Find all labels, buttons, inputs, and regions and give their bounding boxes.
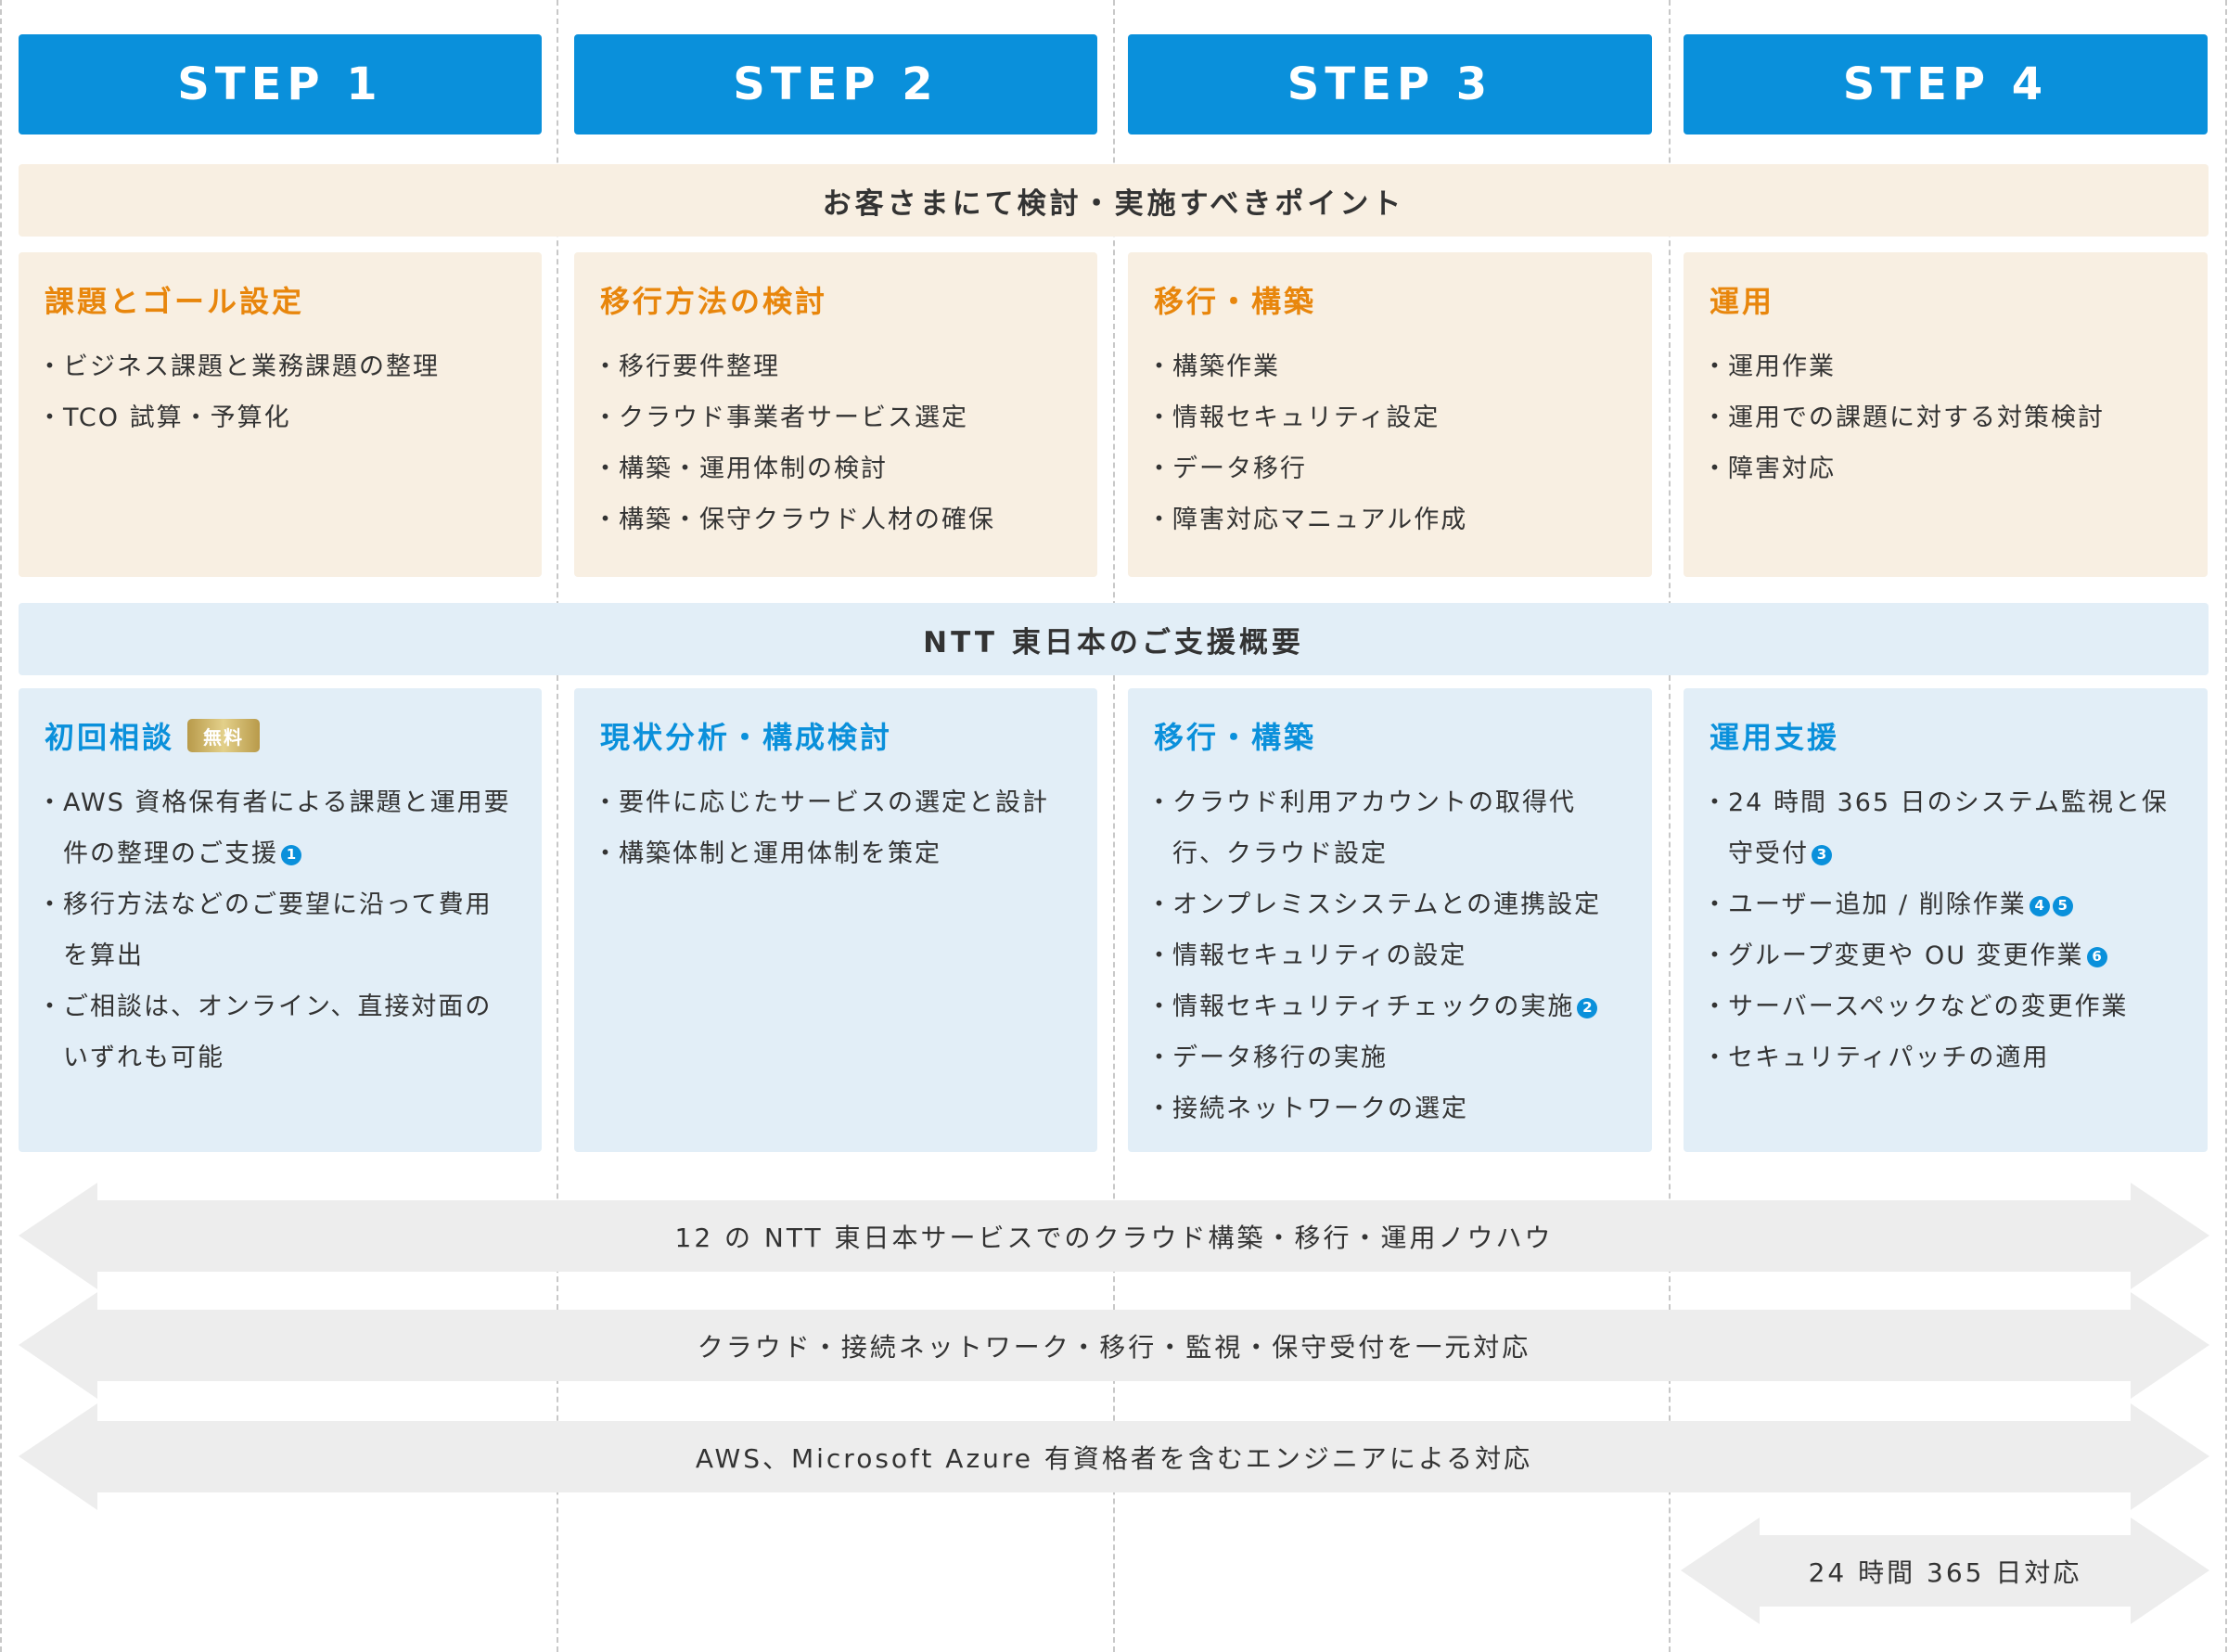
reference-number-icon: 2 <box>1577 997 1598 1018</box>
list-item-text: 要件に応じたサービスの選定と設計 <box>619 788 1049 817</box>
list-item: クラウド利用アカウントの取得代行、クラウド設定 <box>1146 777 1628 879</box>
arrow-label: 24 時間 365 日対応 <box>1808 1556 2082 1588</box>
list-item: 移行要件整理 <box>593 341 1073 392</box>
customer-card-4: 運用 運用作業 運用での課題に対する対策検討 障害対応 <box>1684 252 2208 577</box>
list-item-text: 接続ネットワークの選定 <box>1172 1095 1468 1123</box>
arrow-label: 12 の NTT 東日本サービスでのクラウド構築・移行・運用ノウハウ <box>674 1222 1554 1253</box>
list-item: 要件に応じたサービスの選定と設計 <box>593 777 1073 828</box>
list-item: 移行方法などのご要望に沿って費用を算出 <box>37 879 518 981</box>
column-divider <box>557 0 558 1652</box>
support-list: 要件に応じたサービスの選定と設計構築体制と運用体制を策定 <box>593 777 1073 879</box>
double-arrow-shape <box>19 1292 2209 1399</box>
free-badge: 無料 <box>187 719 261 752</box>
list-item: ご相談は、オンライン、直接対面のいずれも可能 <box>37 981 518 1083</box>
list-item: 障害対応 <box>1702 443 2183 494</box>
double-arrow-shape <box>19 1183 2209 1289</box>
list-item: 構築・保守クラウド人材の確保 <box>593 494 1073 545</box>
list-item-text: AWS 資格保有者による課題と運用要件の整理のご支援 <box>63 788 511 868</box>
list-item: クラウド事業者サービス選定 <box>593 392 1073 443</box>
list-item: オンプレミスシステムとの連携設定 <box>1146 879 1628 930</box>
reference-number-icon: 4 <box>2029 895 2050 916</box>
arrow-label: AWS、Microsoft Azure 有資格者を含むエンジニアによる対応 <box>695 1442 1533 1474</box>
list-item-text: セキュリティパッチの適用 <box>1728 1044 2050 1072</box>
step-header-2: STEP 2 <box>574 34 1097 134</box>
double-arrow-shape <box>1681 1518 2209 1624</box>
double-arrow-shape <box>19 1403 2209 1510</box>
list-item: 接続ネットワークの選定 <box>1146 1083 1628 1134</box>
card-title: 移行・構築 <box>1154 284 1317 319</box>
support-card-4: 運用支援 24 時間 365 日のシステム監視と保守受付3ユーザー追加 / 削除… <box>1684 688 2208 1152</box>
arrow-label: クラウド・接続ネットワーク・移行・監視・保守受付を一元対応 <box>697 1331 1531 1363</box>
list-item: サーバースペックなどの変更作業 <box>1702 981 2183 1032</box>
list-item: 運用での課題に対する対策検討 <box>1702 392 2183 443</box>
support-list: 24 時間 365 日のシステム監視と保守受付3ユーザー追加 / 削除作業45グ… <box>1702 777 2183 1083</box>
list-item-text: 24 時間 365 日のシステム監視と保守受付 <box>1728 788 2169 868</box>
customer-card-2: 移行方法の検討 移行要件整理 クラウド事業者サービス選定 構築・運用体制の検討 … <box>574 252 1097 577</box>
card-title: 運用 <box>1709 284 1775 319</box>
step-header-4: STEP 4 <box>1684 34 2208 134</box>
reference-number-icon: 6 <box>2086 946 2107 967</box>
column-divider <box>1669 0 1671 1652</box>
list-item-text: ご相談は、オンライン、直接対面のいずれも可能 <box>63 992 493 1072</box>
list-item-text: データ移行の実施 <box>1172 1044 1388 1072</box>
card-title: 移行・構築 <box>1154 720 1317 755</box>
list-item: 運用作業 <box>1702 341 2183 392</box>
customer-card-3: 移行・構築 構築作業 情報セキュリティ設定 データ移行 障害対応マニュアル作成 <box>1128 252 1652 577</box>
list-item: 情報セキュリティ設定 <box>1146 392 1628 443</box>
list-item-text: クラウド利用アカウントの取得代行、クラウド設定 <box>1172 788 1576 868</box>
support-card-3: 移行・構築 クラウド利用アカウントの取得代行、クラウド設定オンプレミスシステムと… <box>1128 688 1652 1152</box>
list-item: データ移行 <box>1146 443 1628 494</box>
list-item: 情報セキュリティの設定 <box>1146 930 1628 981</box>
list-item-text: グループ変更や OU 変更作業 <box>1728 941 2084 970</box>
column-divider <box>0 0 2 1652</box>
round-the-clock-arrow: 24 時間 365 日対応 <box>1681 1518 2209 1624</box>
list-item: 構築体制と運用体制を策定 <box>593 828 1073 879</box>
step-header-1: STEP 1 <box>19 34 542 134</box>
list-item: 構築・運用体制の検討 <box>593 443 1073 494</box>
list-item-text: オンプレミスシステムとの連携設定 <box>1172 890 1602 919</box>
card-title: 現状分析・構成検討 <box>600 720 893 755</box>
column-divider <box>1113 0 1115 1652</box>
list-item: データ移行の実施 <box>1146 1032 1628 1083</box>
reference-number-icon: 5 <box>2052 895 2073 916</box>
engineer-arrow: AWS、Microsoft Azure 有資格者を含むエンジニアによる対応 <box>19 1403 2209 1510</box>
support-overview-heading: NTT 東日本のご支援概要 <box>19 603 2209 675</box>
knowhow-arrow: 12 の NTT 東日本サービスでのクラウド構築・移行・運用ノウハウ <box>19 1183 2209 1289</box>
support-list: クラウド利用アカウントの取得代行、クラウド設定オンプレミスシステムとの連携設定情… <box>1146 777 1628 1134</box>
card-title: 課題とゴール設定 <box>45 284 305 319</box>
list-item: TCO 試算・予算化 <box>37 392 518 443</box>
customer-points-heading: お客さまにて検討・実施すべきポイント <box>19 164 2209 237</box>
card-title: 移行方法の検討 <box>600 284 828 319</box>
list-item: セキュリティパッチの適用 <box>1702 1032 2183 1083</box>
reference-number-icon: 3 <box>1812 844 1832 865</box>
card-title: 運用支援 <box>1709 720 1840 755</box>
card-title: 初回相談 無料 <box>45 714 518 757</box>
list-item: 構築作業 <box>1146 341 1628 392</box>
card-title-text: 初回相談 <box>45 720 175 755</box>
reference-number-icon: 1 <box>281 844 301 865</box>
list-item-text: 移行方法などのご要望に沿って費用を算出 <box>63 890 493 970</box>
step-header-3: STEP 3 <box>1128 34 1652 134</box>
list-item: 障害対応マニュアル作成 <box>1146 494 1628 545</box>
customer-card-1: 課題とゴール設定 ビジネス課題と業務課題の整理 TCO 試算・予算化 <box>19 252 542 577</box>
support-card-2: 現状分析・構成検討 要件に応じたサービスの選定と設計構築体制と運用体制を策定 <box>574 688 1097 1152</box>
list-item-text: ユーザー追加 / 削除作業 <box>1728 890 2027 919</box>
list-item-text: サーバースペックなどの変更作業 <box>1728 992 2129 1021</box>
one-stop-arrow: クラウド・接続ネットワーク・移行・監視・保守受付を一元対応 <box>19 1292 2209 1399</box>
list-item-text: 情報セキュリティチェックの実施 <box>1172 992 1575 1021</box>
list-item: ビジネス課題と業務課題の整理 <box>37 341 518 392</box>
column-divider <box>2225 0 2227 1652</box>
list-item-text: 情報セキュリティの設定 <box>1172 941 1467 970</box>
list-item-text: 構築体制と運用体制を策定 <box>619 839 941 868</box>
